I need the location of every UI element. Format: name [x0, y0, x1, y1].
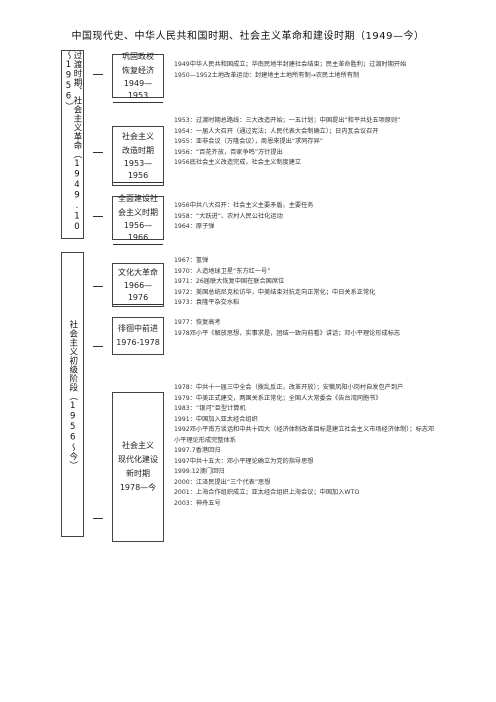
- event-item: 1971：26届联大恢复中国在联合国席位: [174, 278, 285, 285]
- era-box-transition: 过渡时期、社会主义革命（1949.10～1956）: [61, 50, 84, 239]
- event-item: 1964：原子弹: [174, 223, 215, 230]
- connector-dash: [93, 286, 103, 287]
- stage-label: 会主义时期: [118, 207, 158, 217]
- event-item: 1953：过渡时期总路线：三大改造开始；一五计划；中国提出“和平共处五项原则”: [174, 117, 401, 124]
- stage-years: 1953—1956: [113, 158, 163, 183]
- event-item: 1958：“大跃进”、农村人民公社化运动: [174, 212, 283, 220]
- stage-label: 恢复经济: [122, 65, 154, 75]
- stage-label: 徘徊中前进: [118, 324, 158, 333]
- stage-label: 改造时期: [122, 145, 154, 155]
- event-item: 1967：氢弹: [174, 257, 209, 264]
- stage-label: 文化大革命: [118, 267, 158, 277]
- event-item: 1978邓小平《解放思想，实事求是，团结一致向前看》讲话；邓小平理论形成标志: [174, 329, 401, 337]
- connector-dash: [93, 74, 103, 75]
- stage-box-hesitant-progress: 徘徊中前进 1976-1978: [112, 317, 164, 355]
- event-item: 1949中华人民共和国成立；华南民地半封建社会结束；民主革命胜利；过渡时期开始: [174, 61, 407, 68]
- stage-label: 社会主义: [122, 131, 154, 141]
- event-list: 1978：中共十一届三中全会（拨乱反正，改革开放）；安徽凤阳小岗村自发包产到户 …: [174, 383, 436, 509]
- stage-years: 1978—今: [119, 483, 157, 492]
- event-list: 1956中共八大召开：社会主义主要矛盾，主要任务 1958：“大跃进”、农村人民…: [174, 201, 436, 233]
- event-item: 1999.12澳门回归: [174, 468, 225, 475]
- connector-dash: [93, 152, 103, 153]
- event-item: 1955：亚非会议（万隆会议），周恩来提出“求同存异”: [174, 138, 323, 145]
- stage-label: 巩固政权: [122, 51, 154, 61]
- event-item: 1950—1952土地改革运动：封建地主土地所有制→农民土地所有制: [174, 71, 360, 79]
- event-item: 1997中共十五大：邓小平理论确立为党的指导思想: [174, 457, 314, 465]
- event-list: 1949中华人民共和国成立；华南民地半封建社会结束；民主革命胜利；过渡时期开始 …: [174, 60, 436, 81]
- event-list: 1977：恢复高考 1978邓小平《解放思想，实事求是，团结一致向前看》讲话；邓…: [174, 318, 436, 339]
- stage-box-socialist-transformation: 社会主义 改造时期 1953—1956: [112, 126, 164, 186]
- stage-years: 1956—1966: [113, 220, 163, 245]
- stage-label: 1976-1978: [116, 338, 160, 347]
- stage-label: 现代化建设: [118, 455, 158, 464]
- event-item: 1973：袁隆平杂交水稻: [174, 299, 240, 306]
- event-item: 1954：一届人大召开（通过宪法；人民代表大会制确立）；日内瓦会议召开: [174, 127, 379, 135]
- stage-label: 新时期: [126, 469, 150, 478]
- event-item: 1977：恢复高考: [174, 319, 221, 326]
- era-label: 社会主义初级阶段（1956～今）: [67, 319, 78, 470]
- stage-box-cultural-revolution: 文化大革命 1966—1976: [112, 263, 164, 307]
- era-box-primary-stage: 社会主义初级阶段（1956～今）: [61, 252, 84, 537]
- event-item: 1983：“银河”巨型计算机: [174, 405, 246, 412]
- event-item: 1979：中美正式建交，两国关系正常化；全国人大常委会《告台湾同胞书》: [174, 394, 382, 402]
- event-list: 1967：氢弹 1970：人造地球卫星“东方红一号” 1971：26届联大恢复中…: [174, 256, 436, 309]
- stage-box-consolidation: 巩固政权 恢复经济 1949—1953: [112, 52, 164, 103]
- event-item: 1970：人造地球卫星“东方红一号”: [174, 267, 271, 275]
- stage-years: 1966—1976: [113, 280, 163, 305]
- stage-box-modernization: 社会主义 现代化建设 新时期 1978—今: [112, 392, 164, 542]
- event-item: 2001：上海合作组织成立；亚太经合组织上海会议；中国加入WTO: [174, 489, 360, 496]
- connector-dash: [93, 346, 103, 347]
- event-item: 2000：江泽民提出“三个代表”思想: [174, 478, 271, 486]
- event-item: 1956：“百花齐放，百家争鸣”方针提出: [174, 148, 283, 156]
- page-title: 中国现代史、中华人民共和国时期、社会主义革命和建设时期（1949—今）: [71, 31, 425, 42]
- connector-dash: [93, 216, 103, 217]
- event-item: 1978：中共十一届三中全会（拨乱反正，改革开放）；安徽凤阳小岗村自发包产到户: [174, 384, 404, 391]
- event-item: 1991：中国加入亚太经合组织: [174, 415, 258, 423]
- event-item: 2003：神舟五号: [174, 499, 221, 507]
- stage-years: 1949—1953: [113, 78, 163, 103]
- event-item: 1997.7香港回归: [174, 447, 221, 454]
- event-item: 1956中共八大召开：社会主义主要矛盾，主要任务: [174, 202, 314, 209]
- stage-box-full-construction: 全面建设社 会主义时期 1956—1966: [112, 194, 164, 245]
- event-item: 1956底社会主义改造完成，社会主义制度建立: [174, 159, 302, 166]
- era-label: 过渡时期、社会主义革命（1949.10～1956）: [63, 51, 83, 233]
- stage-label: 全面建设社: [118, 193, 158, 203]
- event-list: 1953：过渡时期总路线：三大改造开始；一五计划；中国提出“和平共处五项原则” …: [174, 116, 436, 169]
- connector-dash: [93, 518, 103, 519]
- event-item: 1992邓小平南方谈话和中共十四大（经济体制改革目标是建立社会主义市场经济体制）…: [174, 426, 435, 444]
- stage-label: 社会主义: [122, 441, 154, 450]
- event-item: 1972：美国总统尼克松访华，中美结束对抗走向正常化；中日关系正常化: [174, 288, 376, 296]
